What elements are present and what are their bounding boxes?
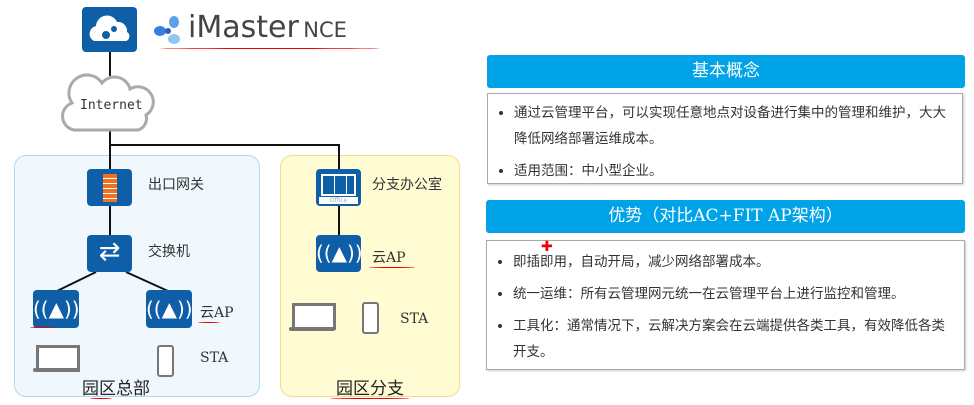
hq-ap-label: 云AP (200, 305, 234, 321)
advantage-item: 统一运维：所有云管理网元统一在云管理平台上进行监控和管理。 (513, 281, 956, 307)
link-internet-gateway (109, 130, 111, 170)
concept-item: 适用范围：中小型企业。 (514, 158, 954, 184)
firewall-icon (87, 169, 132, 206)
laptop-base (33, 368, 79, 372)
concept-box: 通过云管理平台，可以实现任意地点对设备进行集中的管理和维护，大大降低网络部署运维… (487, 93, 963, 184)
link-to-branch (109, 144, 340, 146)
branch-sta-label: STA (400, 311, 429, 327)
phone-icon (157, 345, 174, 377)
laptop-icon (292, 303, 336, 330)
switch-icon: ⇄ (87, 235, 132, 272)
branch-title: 园区分支 (336, 379, 404, 399)
brand-suffix: NCE (303, 18, 347, 42)
office-icon: Office (316, 169, 361, 206)
hq-title: 园区总部 (82, 379, 150, 399)
advantage-item: 即插即用，自动开局，减少网络部署成本。 (513, 249, 956, 275)
product-name: iMaster NCE (188, 10, 347, 45)
link-branch-down (338, 144, 340, 170)
annotation-underline (90, 398, 112, 399)
link-office-ap (338, 206, 340, 236)
office-icon-text: Office (319, 197, 358, 204)
concept-item: 通过云管理平台，可以实现任意地点对设备进行集中的管理和维护，大大降低网络部署运维… (514, 100, 954, 152)
phone-icon (362, 302, 379, 334)
annotation-underline (30, 327, 55, 328)
annotation-underline (369, 267, 415, 268)
switch-label: 交换机 (148, 244, 190, 260)
annotation-underline (198, 322, 220, 323)
annotation-underline (160, 48, 380, 49)
annotation-underline (330, 398, 410, 399)
laptop-icon (36, 345, 80, 372)
concept-header: 基本概念 (487, 55, 965, 88)
branch-ap-label: 云AP (372, 250, 406, 266)
advantage-header: 优势（对比AC+FIT AP架构） (486, 200, 965, 233)
cloud-ap-icon: ((▲)) (33, 290, 80, 328)
cloud-ap-icon: ((▲)) (316, 235, 363, 272)
switch-ap-links (56, 271, 169, 292)
brand-text: iMaster (188, 10, 299, 45)
link-nce-internet (109, 52, 111, 76)
red-cross-cursor-icon: ✚ (541, 239, 553, 255)
advantage-item: 工具化：通常情况下，云解决方案会在云端提供各类工具，有效降低各类开支。 (513, 313, 956, 365)
branch-zone (280, 155, 460, 397)
cloud-ap-icon: ((▲)) (146, 290, 193, 328)
hq-sta-label: STA (200, 350, 229, 366)
internet-cloud-icon (61, 73, 155, 132)
laptop-base (289, 327, 335, 331)
office-label: 分支办公室 (372, 177, 442, 193)
cloud-management-icon (82, 7, 137, 52)
internet-label: Internet (80, 98, 143, 113)
imaster-logo-icon (154, 16, 180, 44)
advantage-box: 即插即用，自动开局，减少网络部署成本。统一运维：所有云管理网元统一在云管理平台上… (486, 240, 965, 370)
gateway-label: 出口网关 (148, 177, 204, 193)
link-gateway-switch (109, 206, 111, 236)
